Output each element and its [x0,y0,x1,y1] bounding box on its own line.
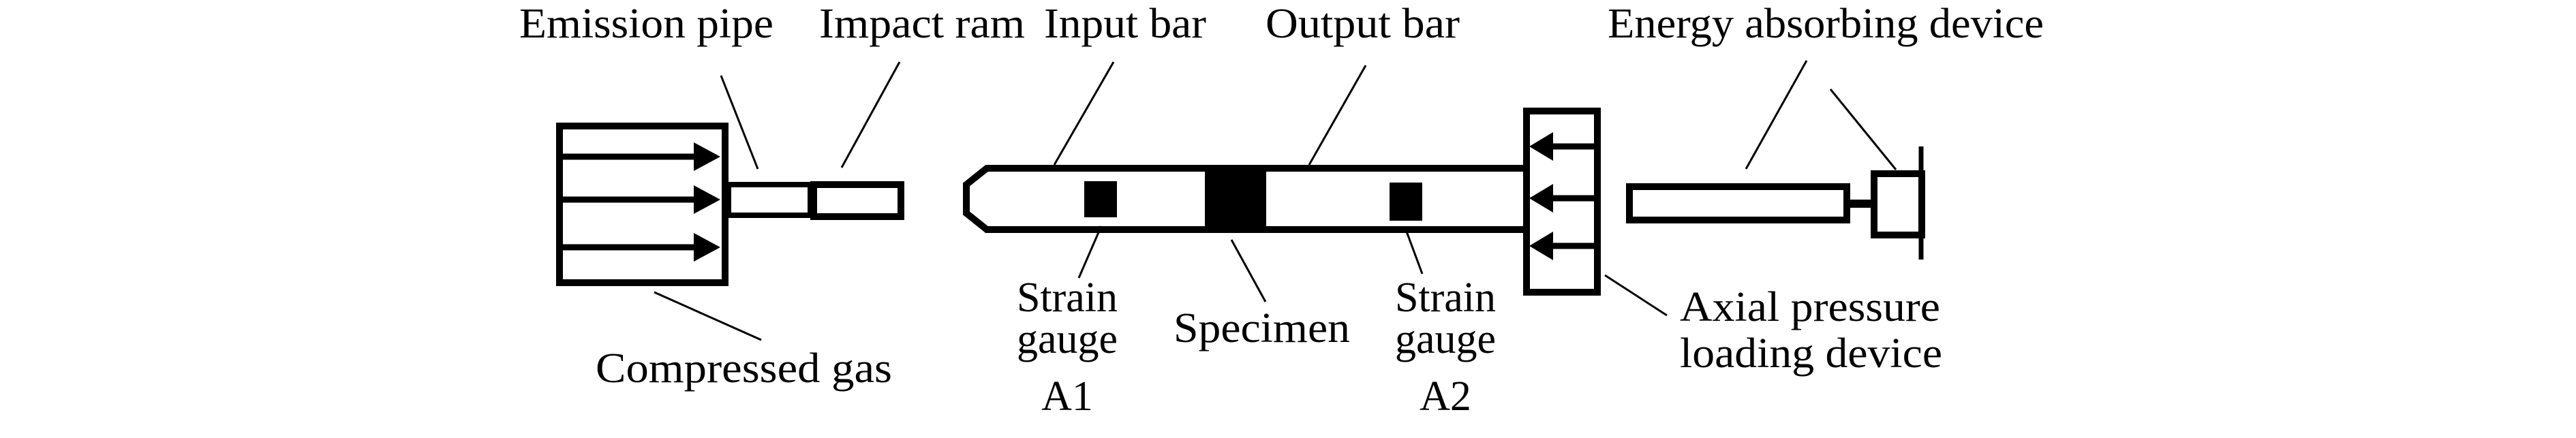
label-impact-ram: Impact ram [819,1,1025,47]
emission-pipe [726,182,813,218]
label-strain-gauge-a1-line1: Strain [1017,275,1118,321]
label-output-bar: Output bar [1266,1,1460,47]
gas-arrow-3 [563,233,720,262]
specimen [1212,165,1259,233]
strain-gauge-a2 [1390,183,1422,221]
label-energy-absorbing-device: Energy absorbing device [1608,1,2044,47]
compressed-gas-chamber [556,123,729,286]
axial-arrow-2 [1529,184,1595,213]
label-specimen: Specimen [1174,305,1350,351]
axial-pressure-loading-device [1523,108,1601,296]
axial-arrow-3 [1529,232,1595,260]
energy-absorbing-device [1626,146,1925,260]
leader-lines [654,60,1897,341]
label-strain-gauge-a1-line3: A1 [1041,373,1093,420]
label-axial-pressure-line2: loading device [1680,330,1942,377]
label-strain-gauge-a1-line2: gauge [1017,316,1118,362]
label-input-bar: Input bar [1044,1,1206,47]
label-strain-gauge-a2-line3: A2 [1420,373,1471,420]
label-compressed-gas: Compressed gas [596,345,892,392]
label-axial-pressure-line1: Axial pressure [1680,284,1940,330]
label-strain-gauge-a2-line2: gauge [1395,316,1496,362]
gas-arrow-1 [563,142,720,171]
axial-arrow-1 [1529,132,1595,161]
gas-arrow-2 [563,185,720,214]
impact-ram [810,181,904,220]
label-emission-pipe: Emission pipe [519,1,773,47]
strain-gauge-a1 [1084,181,1117,217]
label-strain-gauge-a2-line1: Strain [1395,275,1496,321]
